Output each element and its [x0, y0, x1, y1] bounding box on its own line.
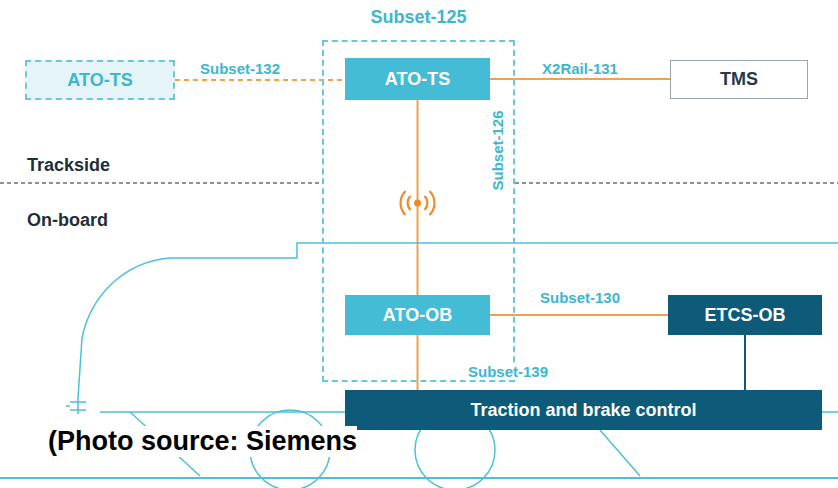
- node-label: ETCS-OB: [705, 305, 786, 326]
- interface-label: X2Rail-131: [540, 60, 620, 77]
- process-box: ATO-OB: [345, 295, 490, 335]
- interface-label: Subset-132: [198, 60, 282, 77]
- connector: [417, 100, 419, 295]
- rail: [0, 477, 838, 479]
- antenna-waves: [401, 191, 435, 215]
- node-label: Traction and brake control: [470, 400, 696, 421]
- zone-label: Trackside: [27, 155, 110, 176]
- train-outline: [0, 243, 838, 488]
- antenna-icon: [401, 191, 435, 215]
- process-box: ATO-TS: [345, 58, 490, 100]
- connector: [175, 79, 345, 81]
- connector: [744, 335, 746, 390]
- interface-label: Subset-139: [466, 363, 550, 380]
- connector: [490, 314, 668, 316]
- interface-label: Subset-130: [538, 289, 622, 306]
- group-title: Subset-125: [324, 7, 513, 28]
- zone-label: On-board: [27, 210, 108, 231]
- dashed-group: Subset-125ATO-TSATO-OB: [322, 40, 515, 382]
- node-label: TMS: [720, 69, 758, 90]
- interface-label: Subset-126: [488, 108, 505, 192]
- process-box: ATO-TS: [25, 60, 175, 100]
- process-box: Traction and brake control: [345, 390, 822, 430]
- node-label: ATO-TS: [385, 69, 450, 90]
- train-roof: [78, 243, 838, 398]
- divider-line: [0, 183, 322, 184]
- node-label: ATO-OB: [383, 305, 452, 326]
- coupler: [66, 398, 86, 414]
- underframe: [100, 411, 345, 413]
- divider-line: [515, 183, 838, 184]
- connector: [490, 78, 670, 80]
- trackside-divider: [0, 183, 838, 184]
- process-box: TMS: [670, 60, 808, 99]
- process-box: ETCS-OB: [668, 295, 822, 335]
- antenna-dot: [414, 200, 421, 207]
- source-note: (Photo source: Siemens: [48, 426, 357, 457]
- node-label: ATO-TS: [67, 70, 132, 91]
